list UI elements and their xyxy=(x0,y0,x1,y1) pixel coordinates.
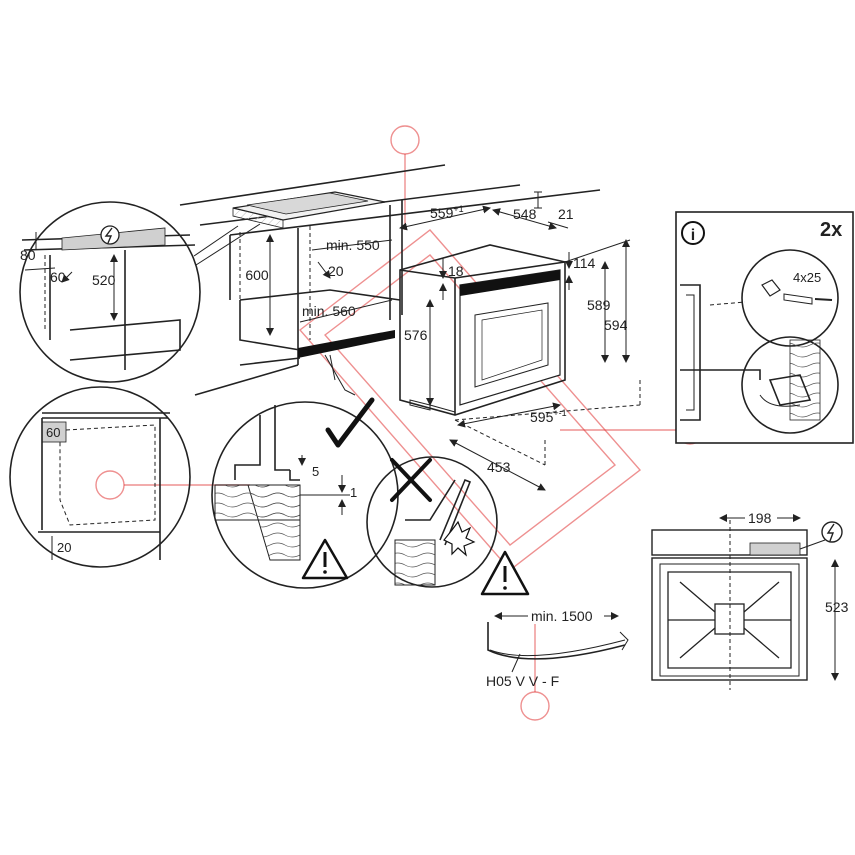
dim-cabinet-height: 600 xyxy=(245,267,269,283)
cable-section: min. 1500 H05 V V - F xyxy=(480,550,629,689)
dim-base-depth: 453 xyxy=(487,459,511,475)
dim-worktop-60: 60 xyxy=(50,269,66,285)
ventilation-strip xyxy=(298,330,395,358)
oven: 559+1 548 21 18 114 576 589 594 595+-1 4… xyxy=(399,191,641,491)
warning-icon xyxy=(301,538,349,580)
dim-correct-5: 5 xyxy=(312,464,319,479)
dim-door-thickness: 21 xyxy=(558,206,574,222)
warning-icon xyxy=(480,550,530,596)
cable-type: H05 V V - F xyxy=(486,673,559,689)
screw-icon xyxy=(761,279,833,305)
detail-correct-circle: 5 1 xyxy=(211,397,399,589)
dim-niche-width: min. 550 xyxy=(326,237,380,253)
info-panel: i 2x 4x25 xyxy=(675,211,854,444)
electric-hazard-icon xyxy=(100,225,120,245)
detail-worktop-circle: 520 80 60 xyxy=(19,201,261,383)
dim-gap-20: 20 xyxy=(328,263,344,279)
check-icon xyxy=(325,397,375,448)
cable-min-length: min. 1500 xyxy=(531,608,593,624)
dim-side-60: 60 xyxy=(46,425,60,440)
dim-oven-body-depth: 548 xyxy=(513,206,537,222)
dim-side-20: 20 xyxy=(57,540,71,555)
fixing-multiplier: 2x xyxy=(820,219,842,241)
detail-wrong-circle xyxy=(366,456,498,588)
watermark xyxy=(95,125,705,721)
detail-side-circle: 60 20 xyxy=(9,386,191,568)
electric-hazard-icon xyxy=(821,521,843,543)
cross-icon xyxy=(390,458,432,502)
dim-correct-1: 1 xyxy=(350,485,357,500)
top-view-depth: 523 xyxy=(825,599,849,615)
info-icon: i xyxy=(681,221,705,245)
screw-size: 4x25 xyxy=(793,270,821,285)
dim-worktop-520: 520 xyxy=(92,272,116,288)
dim-worktop-80: 80 xyxy=(20,247,36,263)
dim-niche-depth: min. 560 xyxy=(302,303,356,319)
hob-cutout xyxy=(232,191,386,229)
dim-side-114: 114 xyxy=(573,255,596,271)
top-view-width: 198 xyxy=(748,510,772,526)
svg-text:i: i xyxy=(691,227,695,244)
dim-height-589: 589 xyxy=(587,297,611,313)
top-view: 198 523 xyxy=(651,510,849,690)
dim-oven-front-depth: 559+1 xyxy=(430,204,464,221)
dim-body-height: 576 xyxy=(404,327,428,343)
dim-height-594: 594 xyxy=(604,317,628,333)
dim-top-offset: 18 xyxy=(448,263,464,279)
impact-burst xyxy=(443,520,476,557)
dim-width: 595+-1 xyxy=(530,408,567,425)
